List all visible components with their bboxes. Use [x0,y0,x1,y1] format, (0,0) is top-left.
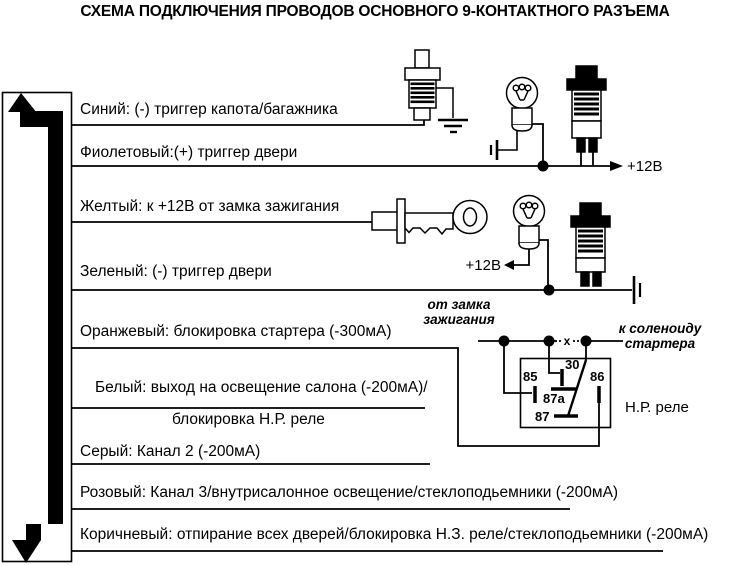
arrow-right-icon [610,161,623,171]
wire-label-yellow: Желтый: к +12В от замка зажигания [80,198,340,215]
wire-cut-mark: х [563,334,571,348]
wire-orange-line [71,347,600,447]
connector-arrow-head-top [8,93,37,113]
junction-dot [580,335,592,347]
from-ignition-label-line2: зажигания [423,312,495,327]
connector-block [1,91,73,563]
relay-pin-87-label: 87 [535,409,550,424]
wire-label-white: Белый: выход на освещение салона (-200мА… [95,379,428,396]
bulb2-plus12-lead [514,249,530,266]
to-solenoid-label-line1: к соленоиду [618,321,702,336]
chassis-ground-icon [632,276,642,304]
starter-wire [478,335,623,394]
door-pin-switch-icon [570,202,611,287]
wire-label-orange: Оранжевый: блокировка стартера (-300мА) [80,323,392,340]
page-title: СХЕМА ПОДКЛЮЧЕНИЯ ПРОВОДОВ ОСНОВНОГО 9-К… [80,3,670,20]
junction-dot [537,160,549,172]
relay-box [519,357,612,429]
lead-to-pin85 [503,346,532,394]
wire-label-grey: Серый: Канал 2 (-200мА) [80,443,261,460]
wire-label-green: Зеленый: (-) триггер двери [80,263,272,280]
ignition-key-icon [371,198,488,244]
to-solenoid-label-line2: стартера [624,336,696,351]
arrow-left-icon [504,260,514,270]
switch-ground-lead [436,87,454,118]
plus12-label-mid: +12В [465,257,501,274]
wire-label-violet: Фиолетовый:(+) триггер двери [80,144,298,161]
bulb-icon [505,76,544,161]
earth-ground-icon [438,118,468,134]
relay-blade [566,359,588,417]
wire-label-blue: Синий: (-) триггер капота/багажника [80,101,338,118]
from-ignition-label-line1: от замка [427,297,491,312]
wire-label-pink: Розовый: Канал 3/внутрисалонное освещени… [80,484,619,501]
relay-pin-85-label: 85 [523,369,538,384]
plus12-label-top: +12В [627,158,663,175]
bulb-icon [504,194,549,290]
relay-pin-86-label: 86 [590,369,605,384]
wire-label-white-line2: блокировка Н.Р. реле [172,411,325,428]
door-pin-switch-icon [566,65,607,166]
lead-to-pin30 [548,346,560,374]
hood-pin-switch-icon [404,49,454,121]
connector-arrow-body [12,111,63,563]
bulb2-lead [539,239,549,290]
wire-label-brown: Коричневый: отпирание всех дверей/блокир… [80,526,709,543]
bulb1-lead [532,123,544,161]
relay-pin-30-label: 30 [565,357,580,372]
junction-dot [543,284,555,296]
junction-dot [543,335,555,347]
chassis-ground-icon [489,131,518,160]
relay-name-label: Н.Р. реле [625,399,689,416]
junction-dot [498,335,510,347]
relay-pin-87a-label: 87a [543,391,565,406]
